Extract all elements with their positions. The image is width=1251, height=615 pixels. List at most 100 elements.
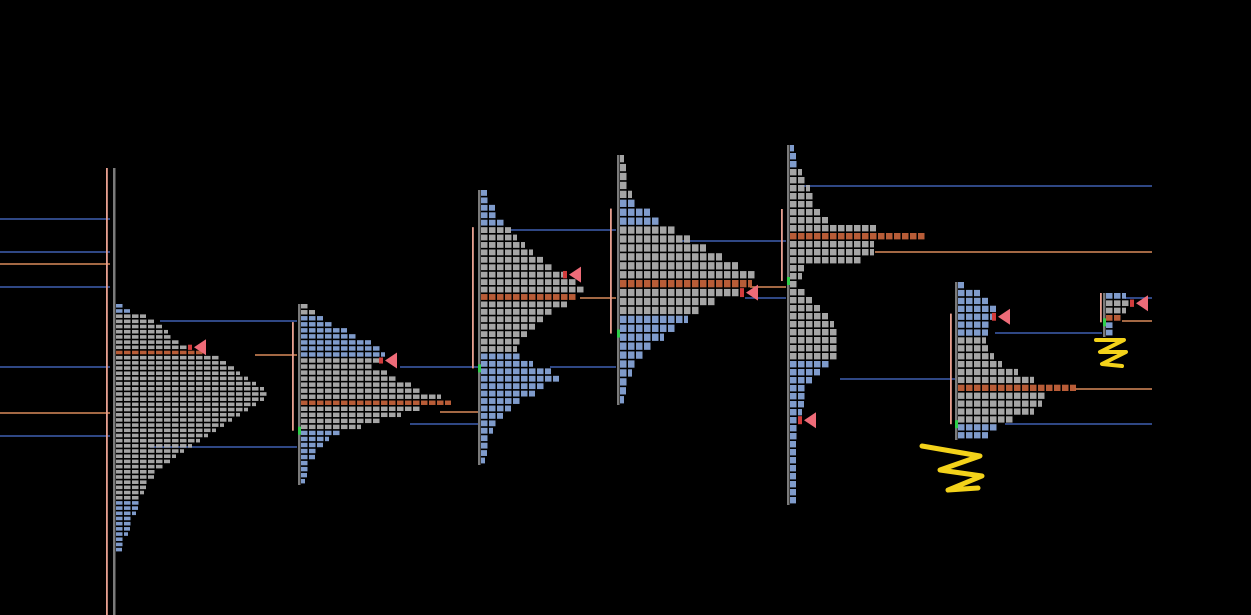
profile-bar-segment: [309, 412, 316, 418]
profile-bar-segment: [357, 424, 361, 430]
profile-bar-segment: [628, 297, 635, 306]
poc-bar-segment: [341, 400, 348, 405]
profile-bar-segment: [497, 323, 504, 330]
profile-bar-segment: [684, 297, 691, 306]
profile-bar-segment: [140, 324, 147, 329]
profile-bar-segment: [196, 392, 203, 396]
profile-bar-segment: [244, 381, 251, 386]
profile-bar-segment: [397, 382, 404, 387]
profile-bar-segment: [164, 340, 171, 344]
profile-bar-segment: [790, 441, 796, 448]
profile-bar-segment: [124, 511, 131, 516]
profile-bar-segment: [1014, 368, 1018, 376]
poc-bar-segment: [974, 384, 981, 391]
profile-bar-segment: [1014, 400, 1021, 407]
profile-bar-segment: [513, 316, 520, 323]
profile-bar-segment: [148, 444, 155, 448]
profile-bar-segment: [481, 301, 488, 308]
profile-bar-segment: [684, 315, 688, 324]
profile-bar-segment: [132, 423, 139, 427]
profile-bar-segment: [132, 407, 139, 412]
profile-bar-segment: [365, 382, 372, 387]
profile-bar-segment: [156, 335, 163, 339]
profile-bar-segment: [620, 324, 627, 332]
profile-bar-segment: [990, 376, 997, 384]
profile-bar-segment: [140, 387, 147, 391]
profile-bar-segment: [156, 371, 163, 376]
profile-bar-segment: [505, 360, 512, 367]
poc-bar-segment: [716, 280, 723, 288]
profile-bar-segment: [958, 432, 965, 439]
poc-bar-segment: [1022, 384, 1029, 391]
profile-bar-segment: [212, 412, 219, 417]
profile-bar-segment: [513, 308, 520, 315]
profile-bar-segment: [1106, 322, 1113, 329]
poc-bar-segment: [806, 233, 813, 240]
profile-bar-segment: [798, 257, 805, 264]
profile-bar-segment: [349, 364, 356, 369]
profile-bar-segment: [148, 340, 155, 344]
profile-bar-segment: [156, 464, 163, 469]
poc-bar-segment: [990, 384, 997, 391]
profile-bar-segment: [172, 449, 179, 453]
profile-bar-segment: [228, 381, 235, 386]
profile-bar-segment: [620, 306, 627, 315]
profile-bar-segment: [790, 145, 794, 152]
profile-bar-segment: [998, 408, 1005, 415]
profile-bar-segment: [497, 383, 504, 390]
profile-bar-segment: [481, 353, 488, 360]
profile-bar-segment: [790, 217, 797, 224]
profile-bar-segment: [481, 264, 488, 271]
profile-bar-segment: [982, 361, 989, 368]
profile-bar-segment: [814, 249, 821, 256]
profile-bar-segment: [644, 297, 651, 306]
profile-bar-segment: [116, 521, 123, 526]
profile-bar-segment: [301, 448, 308, 454]
poc-bar-segment: [910, 233, 917, 240]
profile-bar-segment: [790, 337, 797, 344]
profile-bar-segment: [381, 352, 385, 357]
profile-bar-segment: [180, 423, 187, 427]
poc-bar-segment: [301, 400, 308, 405]
profile-bar-segment: [806, 337, 813, 344]
profile-bar-segment: [349, 346, 356, 351]
poc-bar-segment: [700, 280, 707, 288]
profile-bar-segment: [806, 249, 813, 256]
profile-bar-segment: [982, 424, 989, 431]
poc-bar-segment: [180, 350, 187, 355]
profile-bar-segment: [628, 351, 635, 359]
profile-bar-segment: [301, 322, 308, 327]
profile-bar-segment: [505, 316, 512, 323]
profile-bar-segment: [116, 402, 123, 407]
profile-bar-segment: [620, 333, 627, 341]
profile-bar-segment: [974, 424, 981, 431]
profile-bar-segment: [252, 387, 259, 391]
profile-bar-segment: [521, 390, 528, 397]
poc-bar-segment: [894, 233, 901, 240]
profile-bar-segment: [489, 219, 496, 226]
profile-bar-segment: [317, 406, 324, 411]
profile-bar-segment: [148, 428, 155, 433]
profile-bar-segment: [140, 371, 147, 376]
profile-bar-segment: [116, 309, 123, 313]
profile-bar-segment: [660, 306, 667, 315]
profile-bar-segment: [220, 412, 227, 417]
profile-bar-segment: [489, 308, 496, 315]
profile-bar-segment: [806, 353, 813, 360]
profile-bar-segment: [196, 433, 203, 438]
profile-bar-segment: [505, 301, 512, 308]
profile-p6: [950, 282, 1076, 440]
profile-bar-segment: [806, 225, 813, 232]
profile-bar-segment: [341, 352, 348, 357]
profile-bar-segment: [537, 308, 544, 315]
profile-bar-segment: [814, 305, 820, 312]
profile-bar-segment: [116, 345, 123, 350]
profile-bar-segment: [124, 501, 131, 505]
profile-bar-segment: [822, 313, 828, 320]
profile-bar-segment: [529, 368, 536, 375]
profile-bar-segment: [790, 393, 797, 400]
profile-bar-segment: [521, 279, 528, 286]
profile-bar-segment: [620, 351, 627, 359]
profile-bar-segment: [790, 241, 797, 248]
profile-bar-segment: [317, 346, 324, 351]
